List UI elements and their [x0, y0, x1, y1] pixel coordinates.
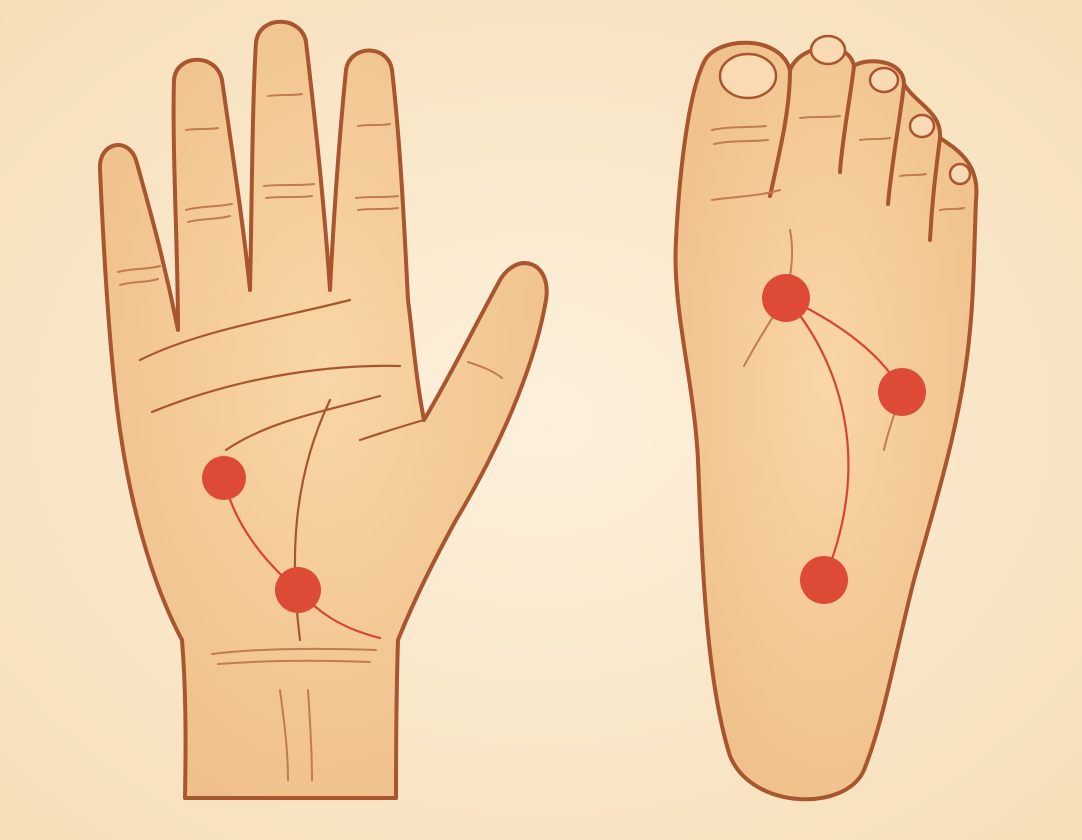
fifth-toe-nail	[948, 162, 972, 186]
second-toe-nail	[809, 34, 847, 66]
foot-point-outer	[878, 368, 926, 416]
hand-figure	[97, 19, 549, 800]
fourth-toe-nail	[908, 113, 936, 139]
hand-wrist-lines	[211, 647, 377, 781]
foot-toenails	[718, 34, 972, 186]
hand-finger-creases	[117, 93, 503, 379]
hand-point-lower	[275, 567, 321, 613]
foot-toe-gaps	[768, 64, 942, 242]
third-toe-nail	[868, 66, 900, 94]
foot-figure	[673, 34, 979, 802]
foot-point-heel	[800, 556, 848, 604]
big-toe-nail	[718, 52, 778, 100]
foot-toe-creases	[711, 115, 965, 211]
foot-point-ball	[762, 274, 810, 322]
hand-point-upper	[202, 456, 246, 500]
